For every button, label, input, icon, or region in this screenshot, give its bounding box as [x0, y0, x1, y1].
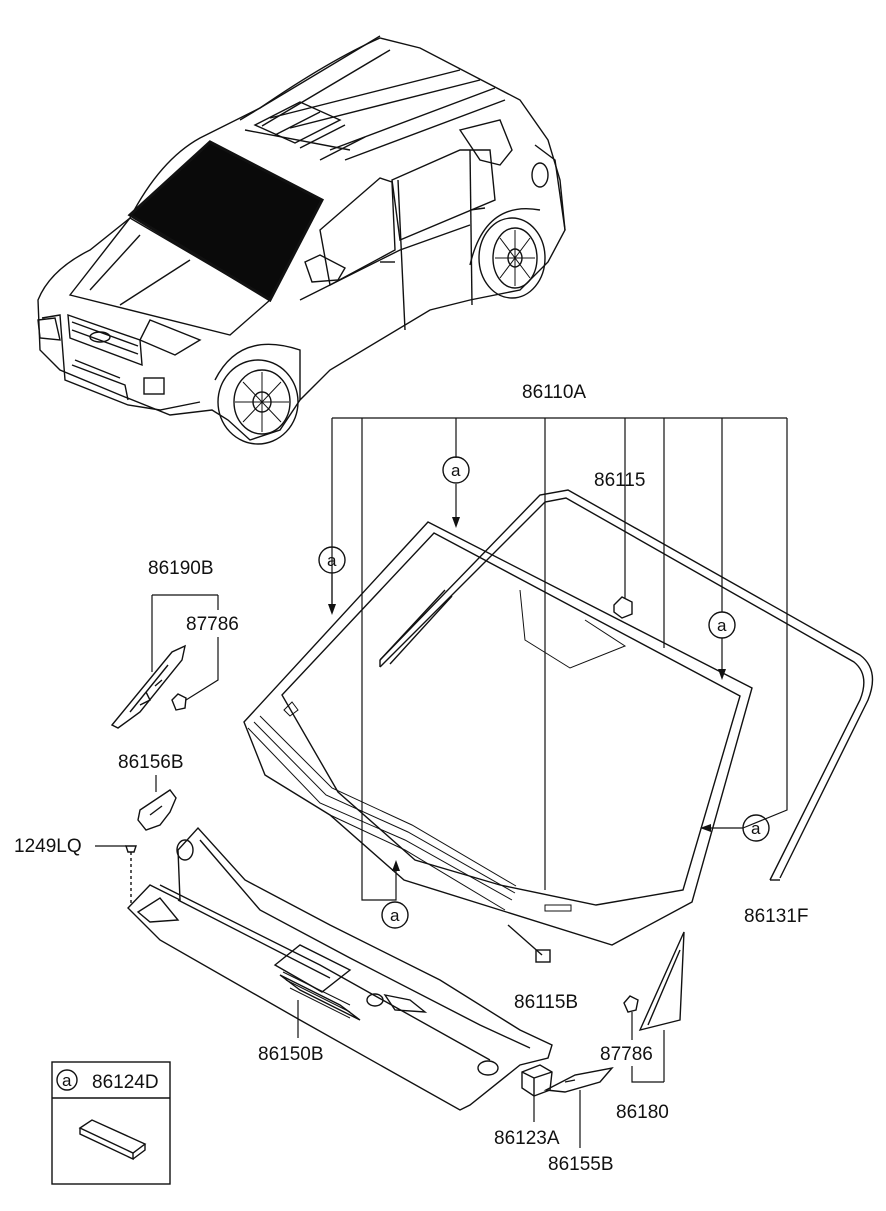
cover-rh-shape — [638, 931, 685, 1032]
windshield-molding — [379, 489, 874, 881]
label-molding: 86131F — [744, 906, 808, 927]
inner-strip — [379, 589, 453, 665]
callout-letter: a — [717, 616, 727, 635]
label-clip-upper: 87786 — [186, 614, 239, 635]
vehicle-illustration — [37, 35, 566, 445]
callout-letter: a — [390, 906, 400, 925]
screw-shape — [125, 845, 137, 905]
cowl-panel-shape — [127, 826, 553, 1111]
label-windshield-assy: 86110A — [522, 382, 586, 403]
leader-windshield-assy — [331, 417, 788, 901]
label-rubber-stopper: 86115 — [594, 470, 645, 491]
bracket-shape — [137, 789, 177, 831]
retainer-shape — [521, 1064, 553, 1097]
legend-box — [51, 1061, 171, 1185]
sensor-shape — [507, 924, 551, 963]
callout-circles — [318, 456, 770, 929]
arrow-leaders — [331, 484, 743, 901]
legend-letter: a — [62, 1071, 72, 1090]
arrows — [328, 517, 726, 871]
callout-letter: a — [327, 551, 337, 570]
label-sensor: 86115B — [514, 992, 578, 1013]
seal-shape — [543, 1066, 614, 1093]
label-cover-rh: 86180 — [616, 1102, 669, 1123]
label-clip-lower: 87786 — [600, 1044, 653, 1065]
callout-letter: a — [451, 461, 461, 480]
clip-upper-shape — [171, 693, 187, 711]
leader-cover-rh — [631, 1012, 665, 1083]
label-bracket: 86156B — [118, 752, 184, 773]
vehicle-windshield-highlight — [127, 140, 325, 303]
label-cover-lh: 86190B — [148, 558, 214, 579]
callout-letter: a — [751, 819, 761, 838]
label-screw: 1249LQ — [14, 836, 82, 857]
legend-part-number: 86124D — [92, 1072, 159, 1093]
cover-lh-shape — [110, 644, 186, 729]
clip-lower-shape — [623, 995, 639, 1013]
windshield-glass — [243, 521, 753, 946]
leader-cover-lh — [151, 594, 219, 701]
label-retainer: 86123A — [494, 1128, 560, 1149]
label-cowl-panel: 86150B — [258, 1044, 324, 1065]
label-seal: 86155B — [548, 1154, 614, 1175]
rubber-stopper-shape — [613, 596, 633, 619]
